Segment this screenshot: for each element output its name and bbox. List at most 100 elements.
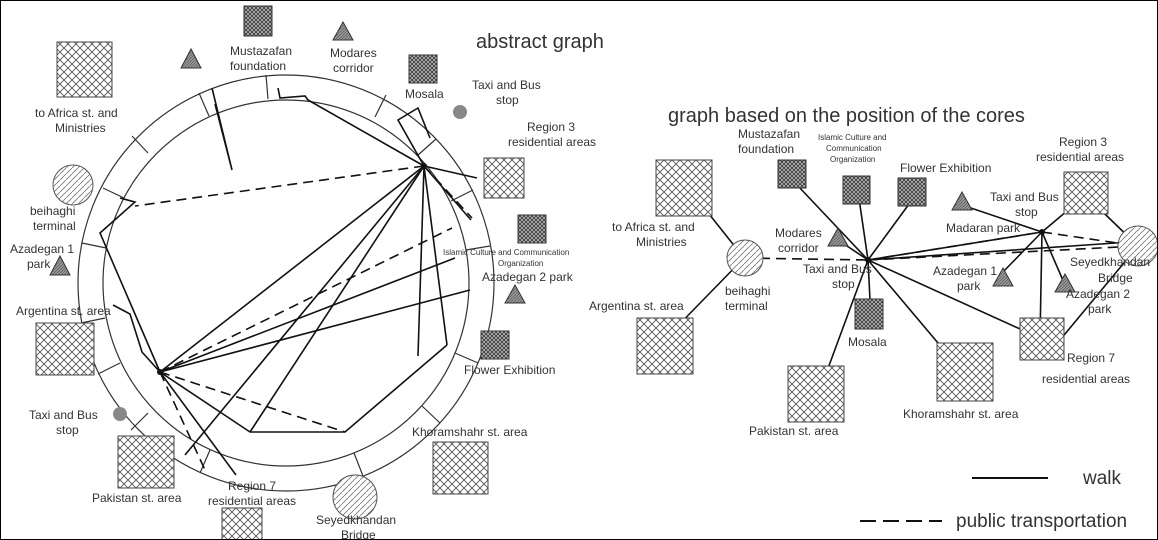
label-taxi-bottom: Taxi and Bus <box>29 408 98 422</box>
hub-node-bottom-left <box>157 369 163 375</box>
outer-ring <box>77 74 495 492</box>
label-africa: to Africa st. and <box>35 106 118 120</box>
r-label-taxi-center: Taxi and Bus <box>803 262 872 276</box>
r-label-africa-2: Ministries <box>636 235 687 249</box>
label-taxi-top-2: stop <box>496 93 519 107</box>
label-modares: Modares <box>330 46 377 60</box>
r-beihaghi-symbol <box>726 239 764 277</box>
right-panel-title: graph based on the position of the cores <box>668 105 1025 127</box>
label-modares-2: corridor <box>333 61 374 75</box>
label-azadegan2: Azadegan 2 park <box>482 270 574 284</box>
tri-symbol-top-left <box>180 47 202 69</box>
r-label-taxi-center-2: stop <box>832 277 855 291</box>
label-azadegan1: Azadegan 1 <box>10 242 74 256</box>
r-mosala-symbol <box>854 298 884 330</box>
label-azadegan1-2: park <box>27 257 51 271</box>
hub-node-left <box>421 163 427 169</box>
legend-walk-label: walk <box>1082 468 1122 489</box>
region3-symbol <box>483 157 525 199</box>
r-label-islamic-3: Organization <box>830 155 875 164</box>
r-label-modares: Modares <box>775 226 822 240</box>
label-mustazafan: Mustazafan <box>230 44 292 58</box>
label-region7: Region 7 <box>228 479 276 493</box>
label-argentina: Argentina st. area <box>16 304 111 318</box>
modares-symbol <box>332 20 354 41</box>
label-mustazafan-2: foundation <box>230 59 286 73</box>
r-label-argentina: Argentina st. area <box>589 299 684 313</box>
r-region3-symbol <box>1063 171 1109 215</box>
label-mosala: Mosala <box>405 87 444 101</box>
azadegan1-symbol <box>49 254 71 276</box>
flower-symbol <box>480 330 510 360</box>
khoramshahr-symbol <box>432 441 489 495</box>
label-seyedkhandan: Seyedkhandan <box>316 513 396 527</box>
r-label-mosala: Mosala <box>848 335 887 349</box>
r-label-islamic-2: Communication <box>826 144 882 153</box>
left-panel-title: abstract graph <box>476 31 604 53</box>
r-africa-symbol <box>655 159 713 217</box>
r-label-region7-2: residential areas <box>1042 372 1130 386</box>
abstract-graph-panel: abstract graph Mustazafan foundation Mod… <box>10 5 604 540</box>
r-label-mustazafan: Mustazafan <box>738 127 800 141</box>
r-modares-symbol <box>827 226 849 247</box>
r-region7-symbol <box>1019 317 1065 361</box>
r-argentina-symbol <box>636 317 694 375</box>
label-khoramshahr: Khoramshahr st. area <box>412 425 528 439</box>
r-label-modares-2: corridor <box>778 241 819 255</box>
r-label-seyedkhandan: Seyedkhandan <box>1070 255 1150 269</box>
label-region3-2: residential areas <box>508 135 596 149</box>
label-taxi-bottom-2: stop <box>56 423 79 437</box>
r-label-azadegan2: Azadegan 2 <box>1066 287 1130 301</box>
label-africa-2: Ministries <box>55 121 106 135</box>
label-seyedkhandan-2: Bridge <box>341 528 376 540</box>
r-label-beihaghi-2: terminal <box>725 299 768 313</box>
r-label-region3: Region 3 <box>1059 135 1107 149</box>
legend-transport-label: public transportation <box>956 511 1127 532</box>
walk-lines-left <box>99 87 478 476</box>
position-graph-panel: graph based on the position of the cores… <box>589 105 1158 438</box>
r-label-taxi: Taxi and Bus <box>990 190 1059 204</box>
r-label-flower: Flower Exhibition <box>900 161 991 175</box>
hub-node-right <box>865 257 871 263</box>
mustazafan-symbol <box>243 5 273 37</box>
label-region7-2: residential areas <box>208 494 296 508</box>
legend: walk public transportation <box>860 468 1127 532</box>
r-flower-symbol <box>897 177 927 207</box>
r-label-khoramshahr: Khoramshahr st. area <box>903 407 1019 421</box>
islamic-symbol <box>517 214 547 244</box>
transport-lines-left <box>134 165 473 471</box>
hub-node-right-2 <box>1039 229 1045 235</box>
r-label-azadegan1-2: park <box>957 279 981 293</box>
label-beihaghi-2: terminal <box>33 219 76 233</box>
africa-symbol <box>56 41 113 98</box>
mosala-symbol <box>408 54 438 84</box>
inner-ring <box>102 99 470 467</box>
r-label-mustazafan-2: foundation <box>738 142 794 156</box>
region7-symbol <box>221 507 263 540</box>
label-flower: Flower Exhibition <box>464 363 555 377</box>
r-label-africa: to Africa st. and <box>612 220 695 234</box>
label-beihaghi: beihaghi <box>30 204 75 218</box>
taxi-stop-top-symbol <box>453 105 467 119</box>
ring-spokes <box>80 74 491 477</box>
r-label-madaran: Madaran park <box>946 221 1021 235</box>
label-islamic: Islamic Culture and Communication <box>443 248 569 257</box>
r-seyedkhandan-symbol <box>1117 225 1158 267</box>
r-azadegan1-symbol <box>992 266 1014 287</box>
argentina-symbol <box>35 322 95 376</box>
r-mustazafan-symbol <box>777 159 807 189</box>
r-label-pakistan: Pakistan st. area <box>749 424 839 438</box>
r-islamic-symbol <box>842 175 871 205</box>
azadegan2-symbol <box>504 283 526 304</box>
r-label-beihaghi: beihaghi <box>725 284 770 298</box>
seyedkhandan-symbol <box>332 474 378 520</box>
r-madaran-symbol <box>951 190 973 211</box>
r-azadegan2-symbol <box>1054 272 1076 293</box>
r-label-taxi-2: stop <box>1015 205 1038 219</box>
label-taxi-top: Taxi and Bus <box>472 78 541 92</box>
r-label-azadegan2-2: park <box>1088 302 1112 316</box>
r-label-islamic: Islamic Culture and <box>818 133 886 142</box>
beihaghi-symbol <box>52 164 94 206</box>
taxi-stop-bottom-symbol <box>113 407 127 421</box>
